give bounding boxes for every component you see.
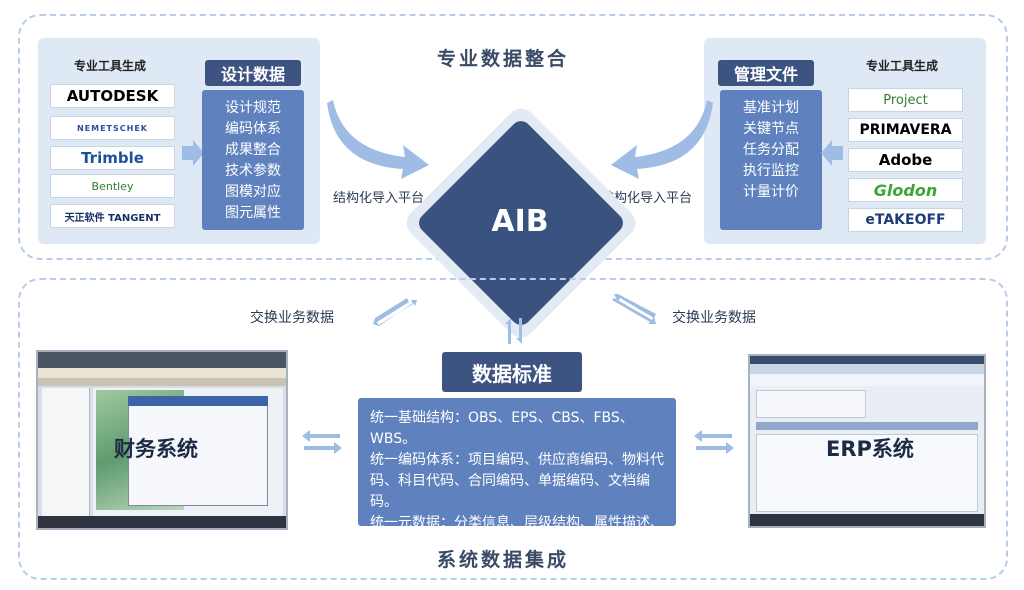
design-data-item: 编码体系 [225, 121, 281, 137]
management-files-list: 基准计划 关键节点 任务分配 执行监控 计量计价 [720, 90, 822, 230]
nemetschek-logo: NEMETSCHEK [50, 116, 175, 140]
system-integration-section [18, 278, 1008, 580]
management-item: 任务分配 [743, 142, 799, 158]
primavera-logo: PRIMAVERA [848, 118, 963, 142]
aib-core-label: AIB [491, 204, 549, 239]
ms-project-logo: Project [848, 88, 963, 112]
standard-line: 统一基础结构：OBS、EPS、CBS、FBS、WBS。 [370, 410, 634, 447]
standard-line: 码、科目代码、合同编码、单据编码、文档编码。 [370, 473, 650, 510]
management-files-label: 管理文件 [718, 60, 814, 86]
adobe-logo: Adobe [848, 148, 963, 172]
left-tools-title: 专业工具生成 [74, 59, 147, 73]
section-title-integration: 专业数据整合 [437, 48, 570, 70]
data-standard-box: 统一基础结构：OBS、EPS、CBS、FBS、WBS。 统一编码体系：项目编码、… [358, 398, 676, 552]
tangent-logo: 天正软件 TANGENT [50, 204, 175, 228]
curved-arrow-left-icon [327, 100, 429, 179]
trimble-logo: Trimble [50, 146, 175, 170]
erp-system-caption: ERP系统 [826, 437, 914, 461]
exchange-arrow-finance-icon [302, 430, 342, 454]
management-item: 执行监控 [743, 163, 799, 179]
arrow-left-icon [821, 140, 843, 166]
design-data-item: 图元属性 [225, 205, 281, 221]
design-data-item: 技术参数 [225, 163, 281, 179]
exchange-arrows-right-icon [612, 294, 656, 324]
design-data-list: 设计规范 编码体系 成果整合 技术参数 图模对应 图元属性 [202, 90, 304, 230]
design-data-label: 设计数据 [205, 60, 301, 86]
finance-system-caption: 财务系统 [114, 437, 198, 461]
import-platform-right: 结构化导入平台 [601, 191, 693, 206]
finance-system-screenshot [36, 350, 288, 530]
exchange-arrow-erp-icon [694, 430, 734, 454]
curved-arrow-right-icon [611, 100, 713, 179]
vertical-exchange-icon [505, 318, 522, 344]
glodon-logo: Glodon [848, 178, 963, 202]
bentley-logo: Bentley [50, 174, 175, 198]
standard-line: 统一编码体系：项目编码、供应商编码、物料代 [370, 452, 664, 468]
etakeoff-logo: eTAKEOFF [848, 208, 963, 232]
arrow-right-icon [182, 140, 204, 166]
exchange-arrows-left-icon [373, 298, 417, 326]
data-standard-label: 数据标准 [442, 352, 582, 392]
exchange-data-left: 交换业务数据 [250, 310, 334, 326]
standard-line: 计量单位、换算关系。 [370, 536, 510, 552]
management-item: 计量计价 [743, 184, 799, 200]
right-tools-title: 专业工具生成 [866, 59, 939, 73]
design-data-item: 设计规范 [225, 100, 281, 116]
design-data-item: 图模对应 [225, 184, 281, 200]
management-item: 关键节点 [743, 121, 799, 137]
section-title-system: 系统数据集成 [437, 549, 570, 571]
management-item: 基准计划 [743, 100, 799, 116]
autodesk-logo: AUTODESK [50, 84, 175, 108]
standard-line: 统一元数据：分类信息、层级结构、属性描述、 [370, 515, 664, 531]
design-data-item: 成果整合 [225, 142, 281, 158]
import-platform-left: 结构化导入平台 [333, 191, 425, 206]
exchange-data-right: 交换业务数据 [672, 310, 756, 326]
erp-system-screenshot [748, 354, 986, 528]
